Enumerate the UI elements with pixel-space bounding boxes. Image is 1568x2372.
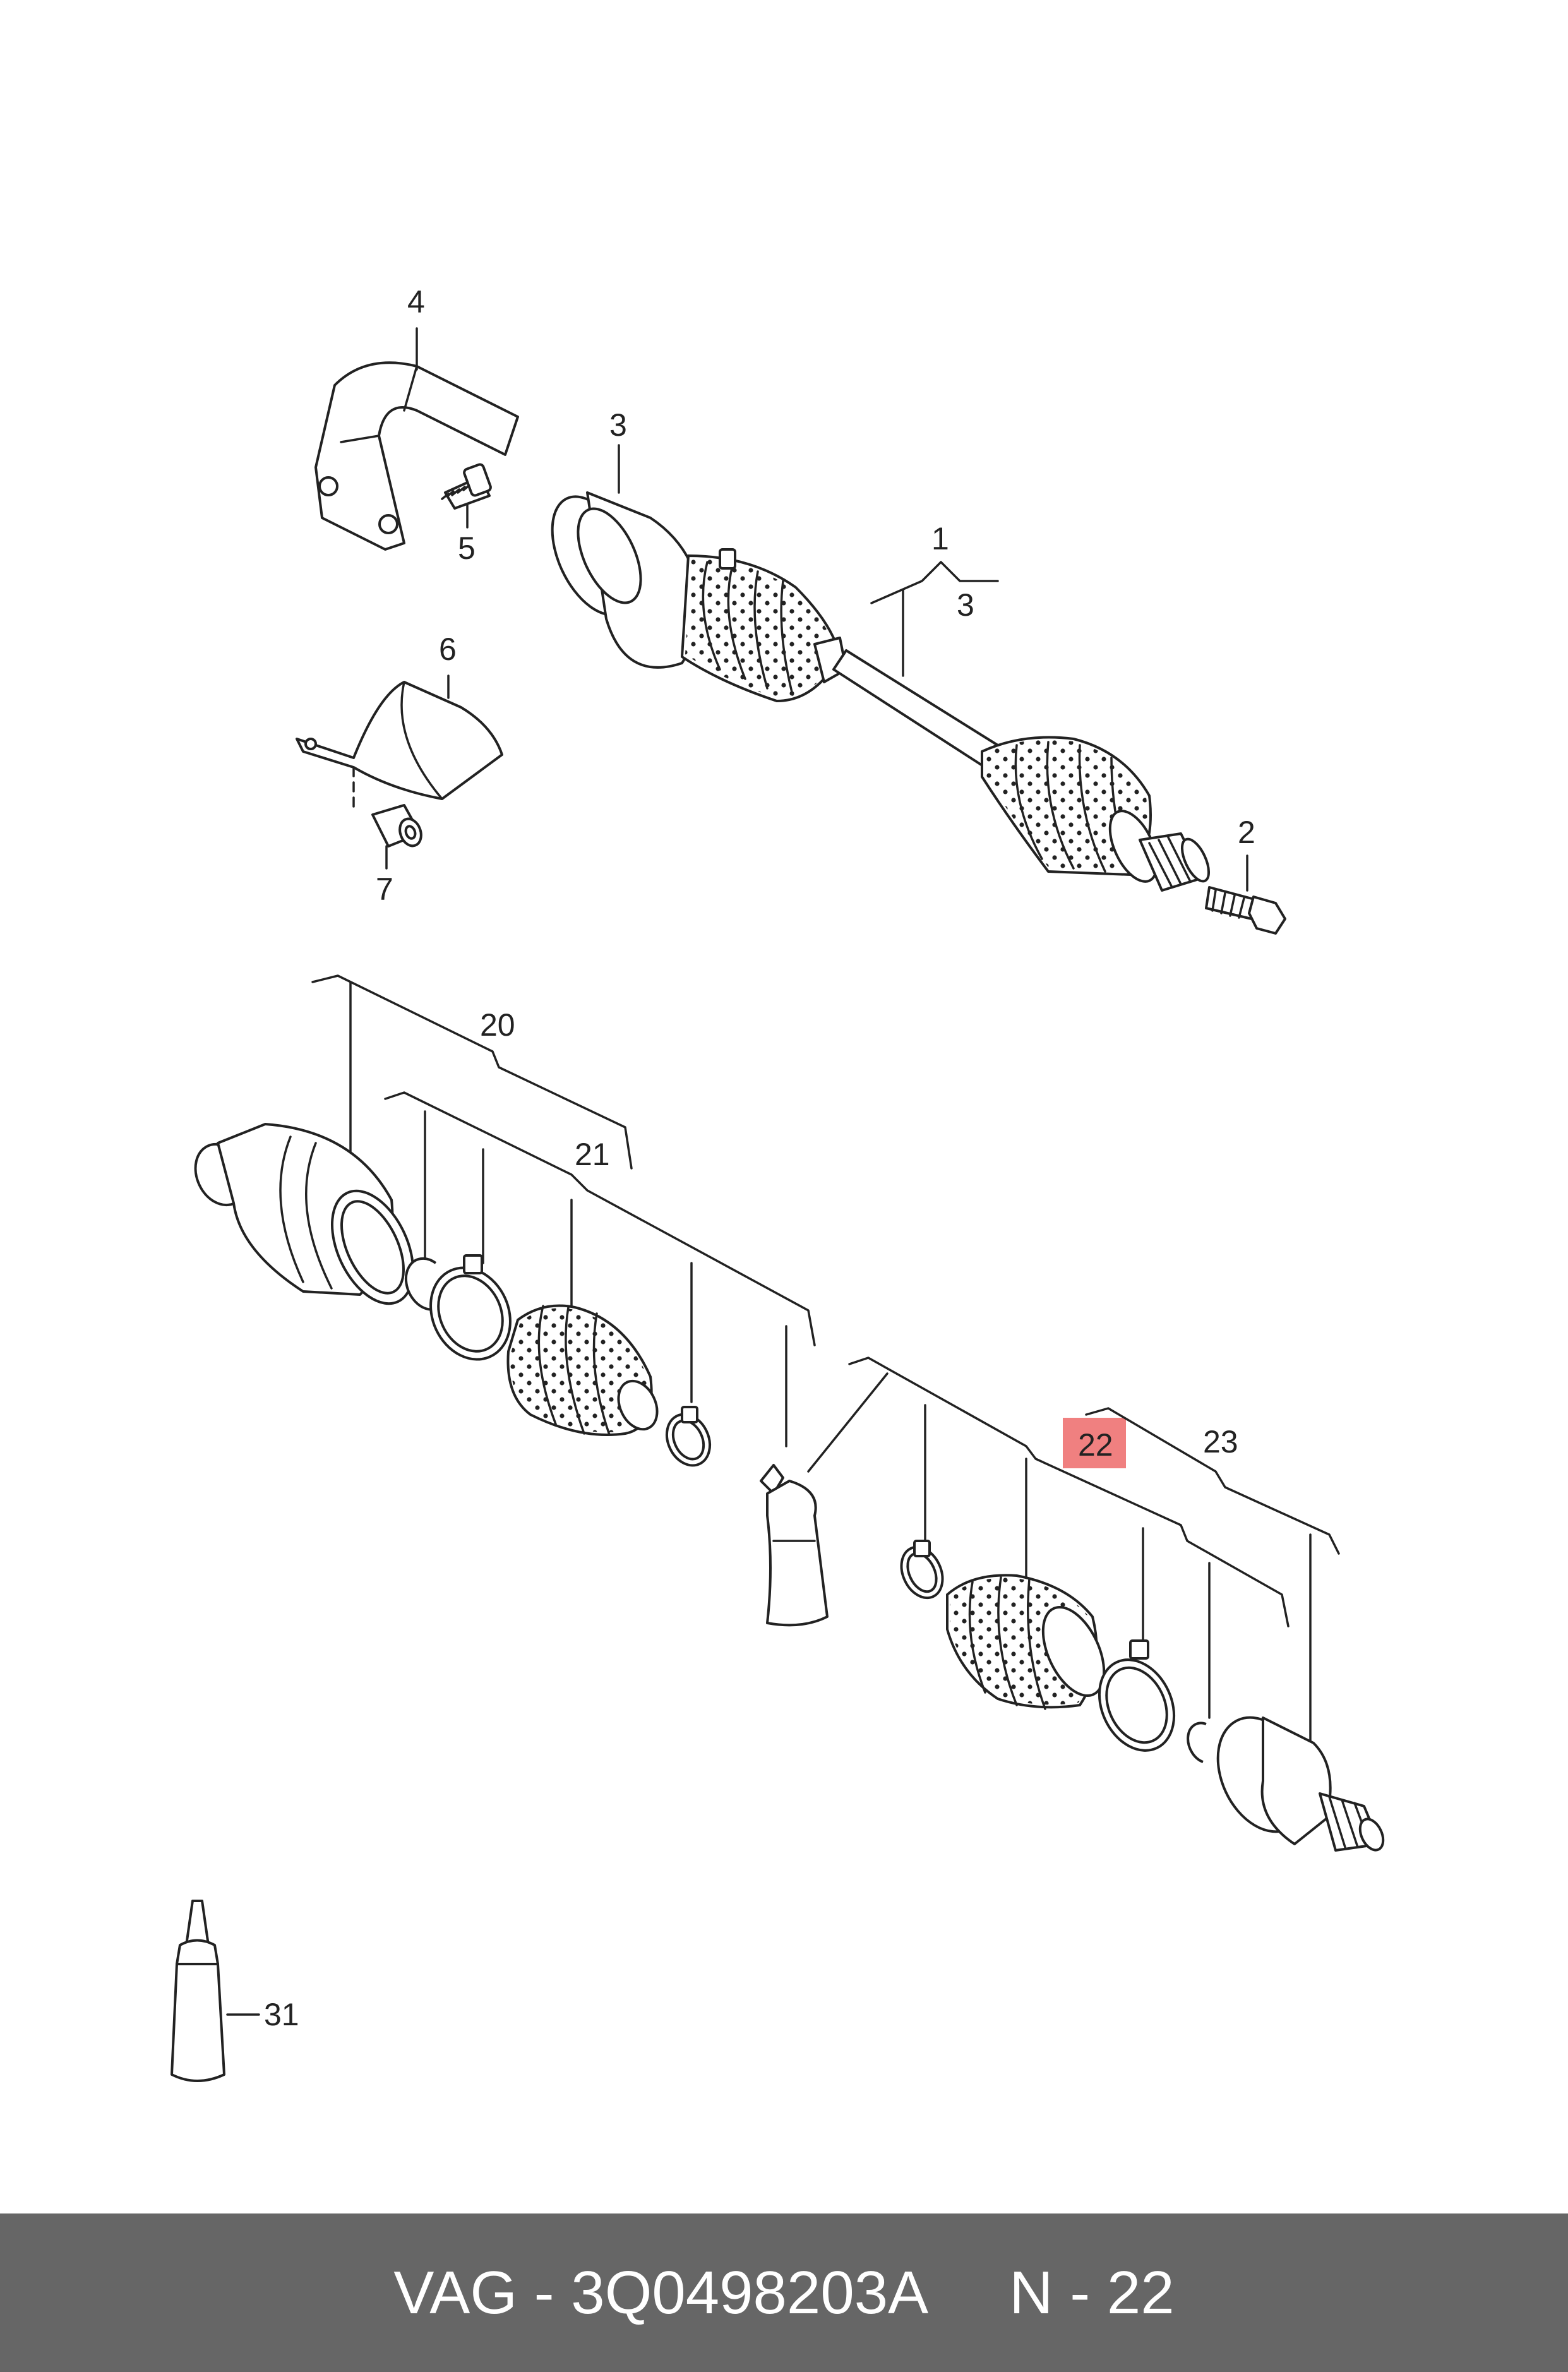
bracket-shield-part-6[interactable]: [296, 681, 503, 810]
bracket-21: [384, 1091, 816, 1346]
bracket-20: [311, 974, 633, 1170]
bracket-22: [848, 1357, 1290, 1627]
label-5: 5: [458, 530, 476, 566]
bolt-part-2[interactable]: [1205, 886, 1286, 935]
outer-joint-part-23[interactable]: [1200, 1703, 1388, 1854]
label-1: 1: [931, 521, 949, 556]
label-1-sub-3: 3: [957, 587, 974, 623]
label-20: 20: [480, 1007, 515, 1043]
circlip-right[interactable]: [1187, 1722, 1207, 1763]
heat-shield-part-4[interactable]: [314, 361, 519, 551]
bracket-23: [1085, 1407, 1340, 1555]
label-2: 2: [1238, 815, 1255, 850]
label-31: 31: [264, 1997, 299, 2032]
bushing-part-7[interactable]: [371, 804, 425, 849]
clamp-small-left[interactable]: [659, 1406, 718, 1473]
footer-bar: VAG - 3Q0498203A N - 22: [0, 2213, 1568, 2372]
boot-left[interactable]: [506, 1304, 664, 1436]
label-22-highlight: [1063, 1418, 1126, 1468]
label-23: 23: [1203, 1424, 1238, 1459]
clamp-large-right[interactable]: [1085, 1639, 1188, 1763]
leader-22-grease: [807, 1372, 889, 1473]
threadlock-bottle-part-31[interactable]: [171, 1900, 225, 2082]
label-3: 3: [609, 407, 627, 443]
label-7: 7: [376, 872, 393, 907]
grease-tube[interactable]: [760, 1464, 829, 1627]
drive-shaft-assembly-part-1[interactable]: [536, 484, 1214, 892]
clamp-small-right[interactable]: [894, 1540, 950, 1604]
clamp-large-left[interactable]: [416, 1254, 525, 1373]
exploded-parts-diagram: 4 5 6 7: [171, 284, 1388, 2082]
label-21: 21: [575, 1137, 610, 1172]
inner-joint-housing-part-20[interactable]: [186, 1123, 429, 1316]
boot-right[interactable]: [946, 1574, 1116, 1710]
label-4: 4: [407, 284, 425, 320]
bracket-1: [870, 561, 999, 604]
label-22: 22: [1078, 1427, 1113, 1463]
part-number-caption: VAG - 3Q0498203A N - 22: [393, 2258, 1175, 2327]
bolt-part-5[interactable]: [441, 463, 492, 510]
label-6: 6: [439, 632, 457, 667]
